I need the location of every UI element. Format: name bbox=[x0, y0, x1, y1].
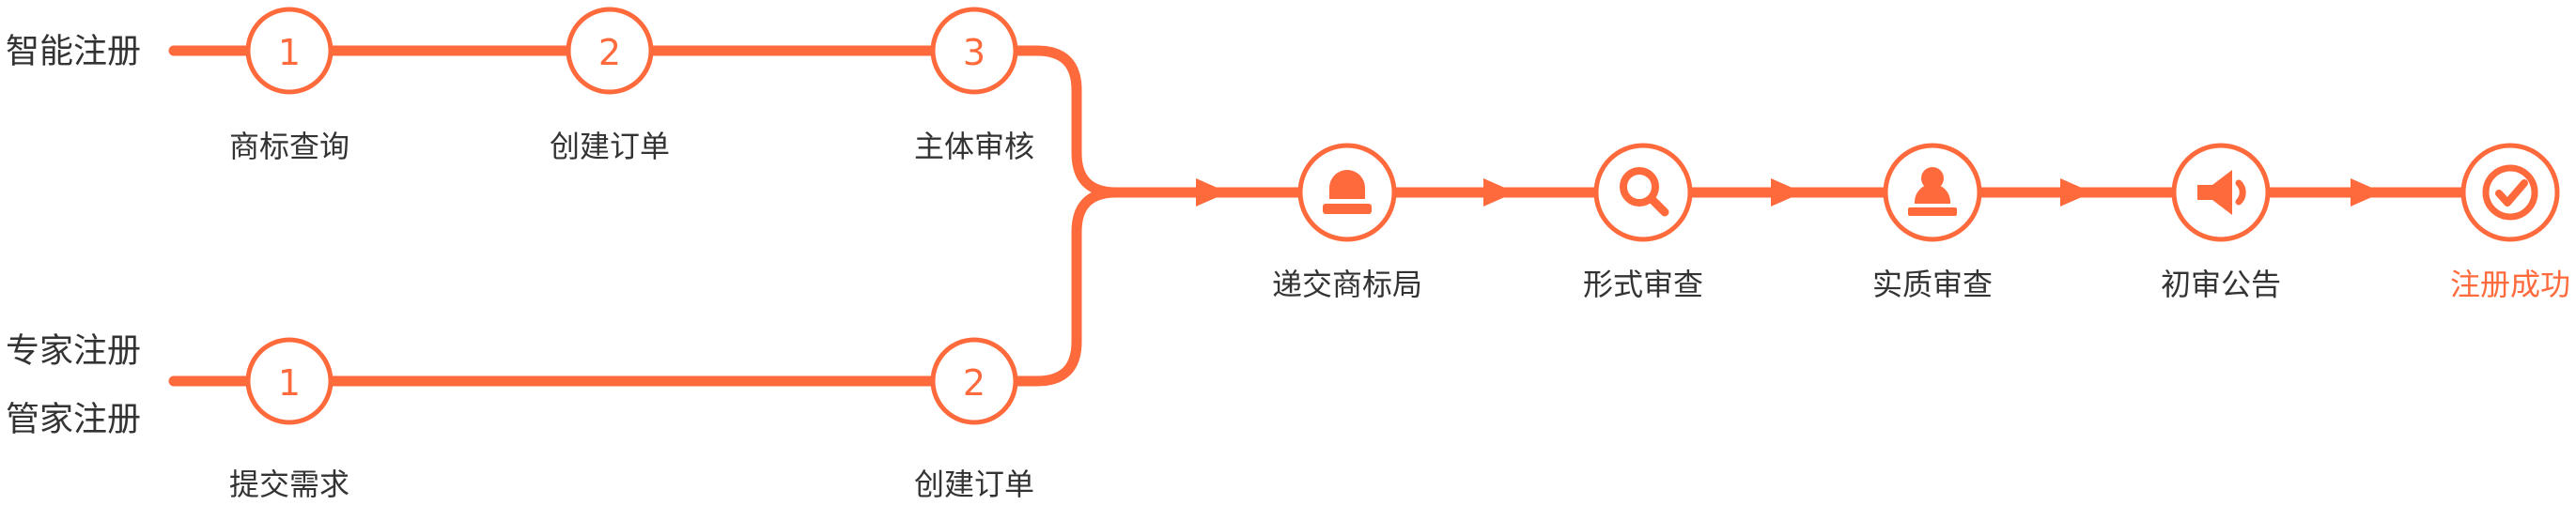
step-label: 主体审核 bbox=[914, 129, 1034, 164]
step-label: 商标查询 bbox=[229, 129, 349, 164]
check-icon bbox=[2482, 164, 2538, 221]
main-step-label: 初审公告 bbox=[2161, 267, 2281, 302]
arrow-icon bbox=[1771, 178, 1803, 207]
step-circle bbox=[930, 7, 1018, 95]
step-label: 创建订单 bbox=[550, 129, 670, 164]
arrow-icon bbox=[2060, 178, 2092, 207]
arrow-icon bbox=[1483, 178, 1515, 207]
step-circle bbox=[566, 7, 654, 95]
main-step-circle bbox=[1593, 143, 1693, 242]
examiner-icon bbox=[1908, 167, 1957, 216]
smart-track-line bbox=[168, 45, 1122, 198]
stamp-icon bbox=[1323, 170, 1372, 214]
track-label-smart: 智能注册 bbox=[6, 33, 141, 71]
step-number: 3 bbox=[963, 32, 985, 73]
flow-arrows bbox=[1196, 178, 2382, 207]
main-step-label-success: 注册成功 bbox=[2450, 267, 2570, 302]
smart-track-steps: 1 商标查询 2 创建订单 3 主体审核 bbox=[229, 7, 1034, 164]
main-flow-steps: 递交商标局 形式审查 实质审查 初审公告 bbox=[1272, 143, 2570, 302]
step-label: 提交需求 bbox=[229, 467, 349, 502]
main-step-label: 递交商标局 bbox=[1272, 267, 1422, 302]
step-circle bbox=[245, 337, 334, 425]
step-circle bbox=[245, 7, 334, 95]
step-label: 创建订单 bbox=[914, 467, 1034, 502]
step-number: 2 bbox=[963, 362, 985, 404]
arrow-icon bbox=[1196, 178, 1228, 207]
main-step-label: 形式审查 bbox=[1583, 267, 1703, 302]
step-number: 1 bbox=[278, 32, 301, 73]
megaphone-icon bbox=[2197, 170, 2246, 215]
main-step-circle bbox=[2460, 143, 2560, 242]
assisted-track-line bbox=[168, 187, 1122, 387]
arrow-icon bbox=[2351, 178, 2382, 207]
magnifier-icon bbox=[1620, 167, 1669, 217]
step-circle bbox=[930, 337, 1018, 425]
step-number: 2 bbox=[598, 32, 621, 73]
assisted-track-steps: 1 提交需求 2 创建订单 bbox=[229, 337, 1034, 502]
track-label-expert: 专家注册 bbox=[6, 332, 141, 371]
track-label-butler: 管家注册 bbox=[6, 401, 141, 439]
step-number: 1 bbox=[278, 362, 301, 404]
main-step-label: 实质审查 bbox=[1872, 267, 1993, 302]
